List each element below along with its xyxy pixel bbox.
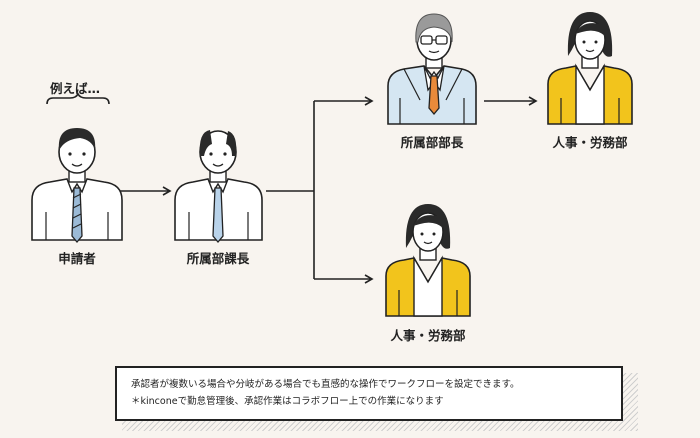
node-label-hr-bottom: 人事・労務部: [390, 328, 466, 343]
example-label: 例えば…: [50, 81, 101, 96]
note-line-2: ＊kinconeで勤怠管理後、承認作業はコラボフロー上での作業になります: [131, 396, 444, 407]
node-label-applicant: 申請者: [58, 251, 96, 266]
section-chief-figure: [174, 130, 263, 244]
node-label-section-chief: 所属部課長: [186, 251, 250, 266]
hr-top-figure: [547, 12, 633, 125]
node-label-dept-head: 所属部部長: [400, 135, 464, 150]
dept-head-figure: [387, 13, 477, 125]
node-label-hr-top: 人事・労務部: [552, 135, 628, 150]
hr-bottom-figure: [385, 204, 471, 317]
example-brace: [46, 92, 110, 105]
note-box: 承認者が複数いる場合や分岐がある場合でも直感的な操作でワークフローを設定できます…: [115, 366, 623, 421]
applicant-figure: [31, 128, 123, 244]
note-line-1: 承認者が複数いる場合や分岐がある場合でも直感的な操作でワークフローを設定できます…: [131, 379, 520, 390]
branch-connector: [266, 101, 315, 279]
